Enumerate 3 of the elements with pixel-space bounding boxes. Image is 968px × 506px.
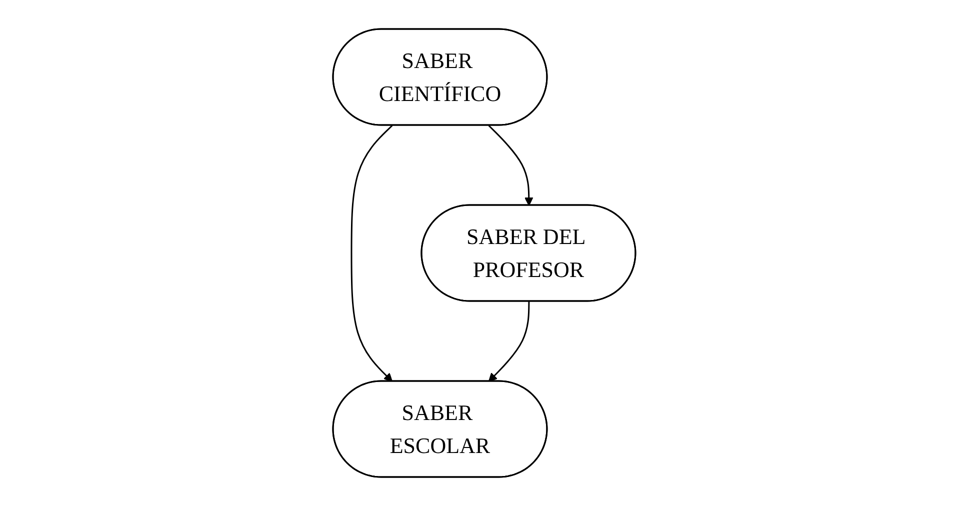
arrow	[350, 124, 393, 382]
arrow	[488, 124, 534, 206]
arrow	[488, 301, 530, 382]
